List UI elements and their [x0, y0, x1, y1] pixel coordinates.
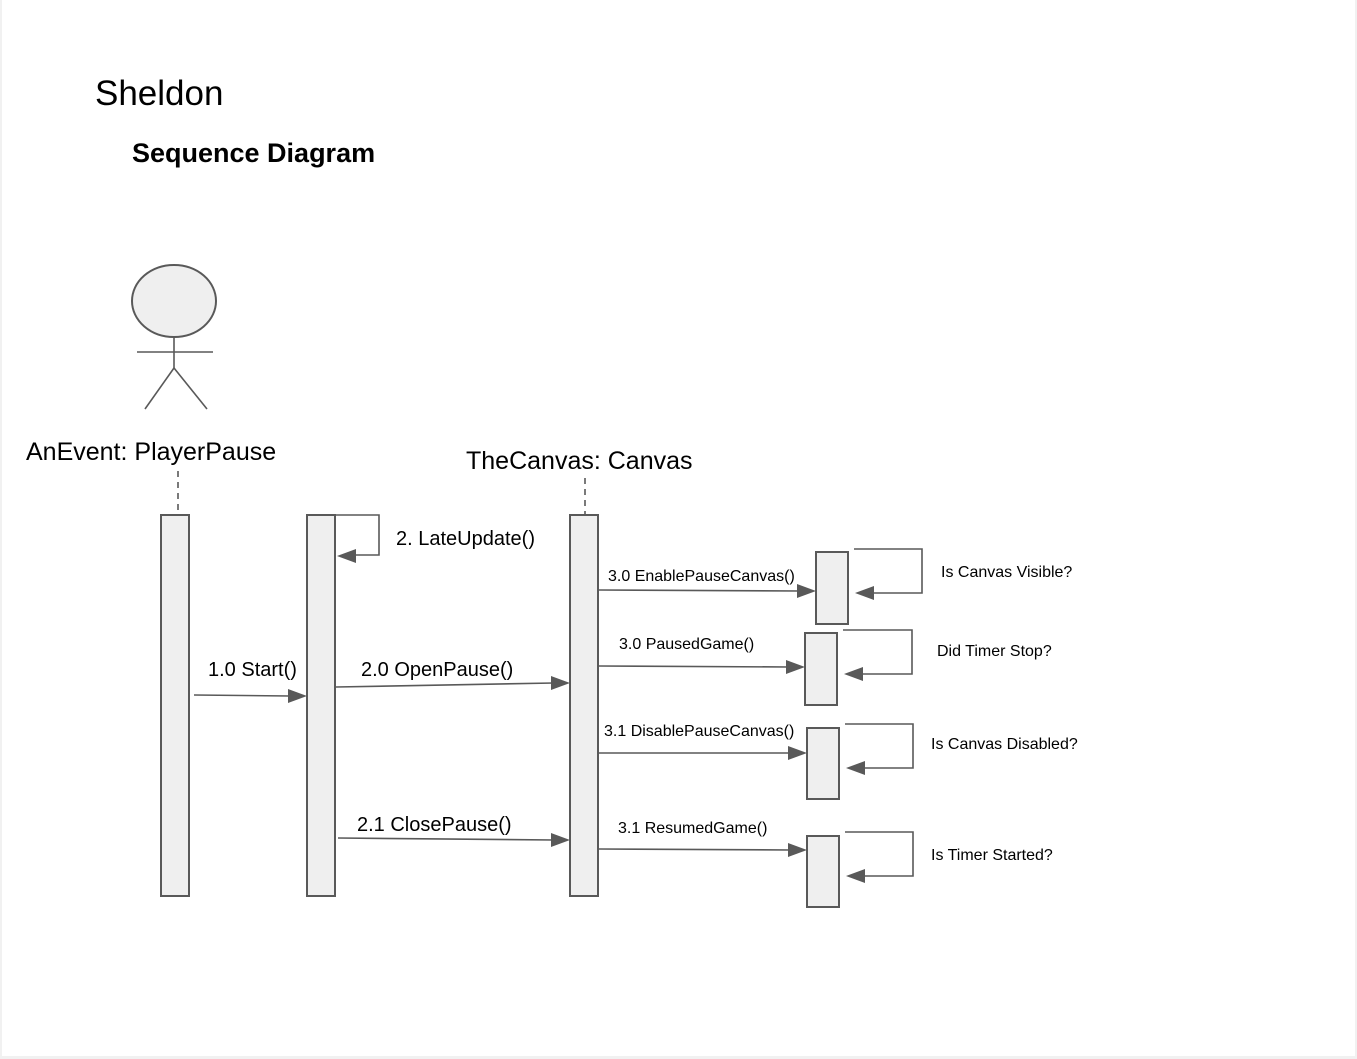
close-pause-arrow [337, 833, 570, 847]
enable-canvas-activation-bar [815, 551, 849, 625]
resumed-game-activation-bar [806, 835, 840, 908]
start-label: 1.0 Start() [208, 659, 297, 681]
diagram-subtitle: Sequence Diagram [132, 138, 375, 168]
timer-started-self-arrow [845, 831, 914, 883]
paused-game-label: 3.0 PausedGame() [619, 636, 754, 653]
canvas-label: TheCanvas: Canvas [466, 447, 693, 475]
paused-game-arrow [598, 660, 805, 674]
canvas-disabled-self-arrow [845, 723, 914, 775]
enable-pause-canvas-label: 3.0 EnablePauseCanvas() [608, 568, 795, 585]
start-arrow [193, 689, 307, 703]
controller-activation-bar [306, 514, 336, 897]
timer-started-note: Is Timer Started? [931, 847, 1053, 864]
page-title: Sheldon [95, 74, 223, 113]
late-update-arrow [336, 514, 380, 563]
actor-activation-bar [160, 514, 190, 897]
late-update-label: 2. LateUpdate() [396, 528, 535, 550]
canvas-disabled-note: Is Canvas Disabled? [931, 736, 1078, 753]
timer-stop-note: Did Timer Stop? [937, 643, 1052, 660]
timer-stop-self-arrow [843, 629, 913, 681]
canvas-activation-bar [569, 514, 599, 897]
resumed-game-arrow [598, 843, 807, 857]
open-pause-label: 2.0 OpenPause() [361, 659, 513, 681]
canvas-visible-self-arrow [854, 548, 923, 600]
open-pause-arrow [335, 676, 570, 690]
disable-pause-canvas-arrow [599, 746, 807, 760]
paused-game-activation-bar [804, 632, 838, 706]
close-pause-label: 2.1 ClosePause() [357, 814, 512, 836]
actor-label: AnEvent: PlayerPause [26, 438, 276, 466]
canvas-visible-note: Is Canvas Visible? [941, 564, 1072, 581]
enable-pause-canvas-arrow [598, 584, 816, 598]
disable-canvas-activation-bar [806, 727, 840, 800]
resumed-game-label: 3.1 ResumedGame() [618, 820, 767, 837]
disable-pause-canvas-label: 3.1 DisablePauseCanvas() [604, 723, 794, 740]
actor-figure-icon [131, 264, 217, 410]
